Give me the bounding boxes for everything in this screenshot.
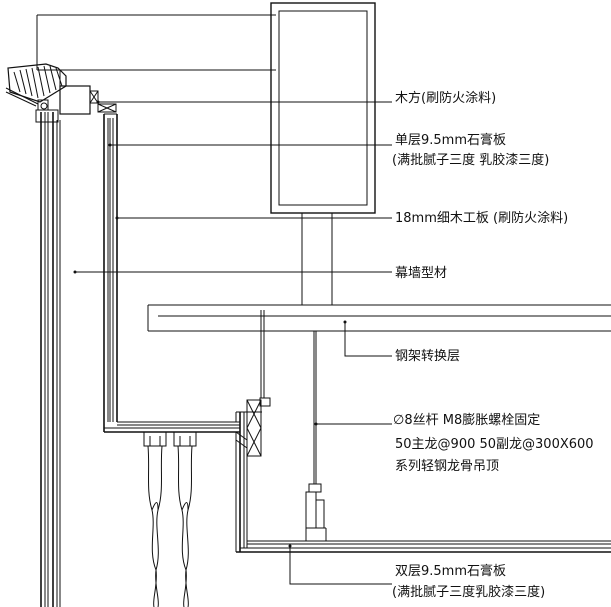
soffit-hanger: [260, 310, 265, 398]
transom: [35, 85, 117, 123]
outer-frame: [36, 14, 276, 86]
steel-box-beam: [270, 2, 376, 214]
curtains: [143, 431, 197, 607]
label-gypsum-single-2: (满批腻子三度 乳胶漆三度): [392, 152, 549, 168]
label-gypsum-double-1: 双层9.5mm石膏板: [395, 563, 506, 579]
wall-lining: [103, 113, 118, 432]
steel-transfer-layer: [147, 304, 611, 332]
label-gypsum-double-2: (满批腻子三度乳胶漆三度): [392, 584, 545, 600]
louvre: [5, 63, 67, 107]
label-hanger-2: 50主龙@900 50副龙@300X600: [395, 437, 594, 452]
label-timber: 木方(刷防火涂料): [395, 90, 496, 106]
soffit-blocking: [235, 397, 271, 457]
curtain-wall-profile: [40, 112, 61, 607]
label-hanger-3: 系列轻钢龙骨吊顶: [395, 459, 499, 474]
soffit-return: [104, 411, 611, 553]
label-gypsum-single-1: 单层9.5mm石膏板: [395, 132, 506, 148]
label-curtain-wall: 幕墙型材: [395, 266, 447, 281]
leader-lines: [73, 100, 392, 585]
label-hanger-1: ∅8丝杆 M8膨胀螺栓固定: [393, 413, 540, 428]
ceiling-hanger: [305, 331, 327, 541]
annotations: 木方(刷防火涂料) 单层9.5mm石膏板 (满批腻子三度 乳胶漆三度) 18mm…: [392, 90, 594, 600]
label-plywood: 18mm细木工板 (刷防火涂料): [395, 210, 568, 226]
beam-hanger: [301, 213, 333, 305]
label-steel-transfer: 钢架转换层: [395, 349, 460, 364]
